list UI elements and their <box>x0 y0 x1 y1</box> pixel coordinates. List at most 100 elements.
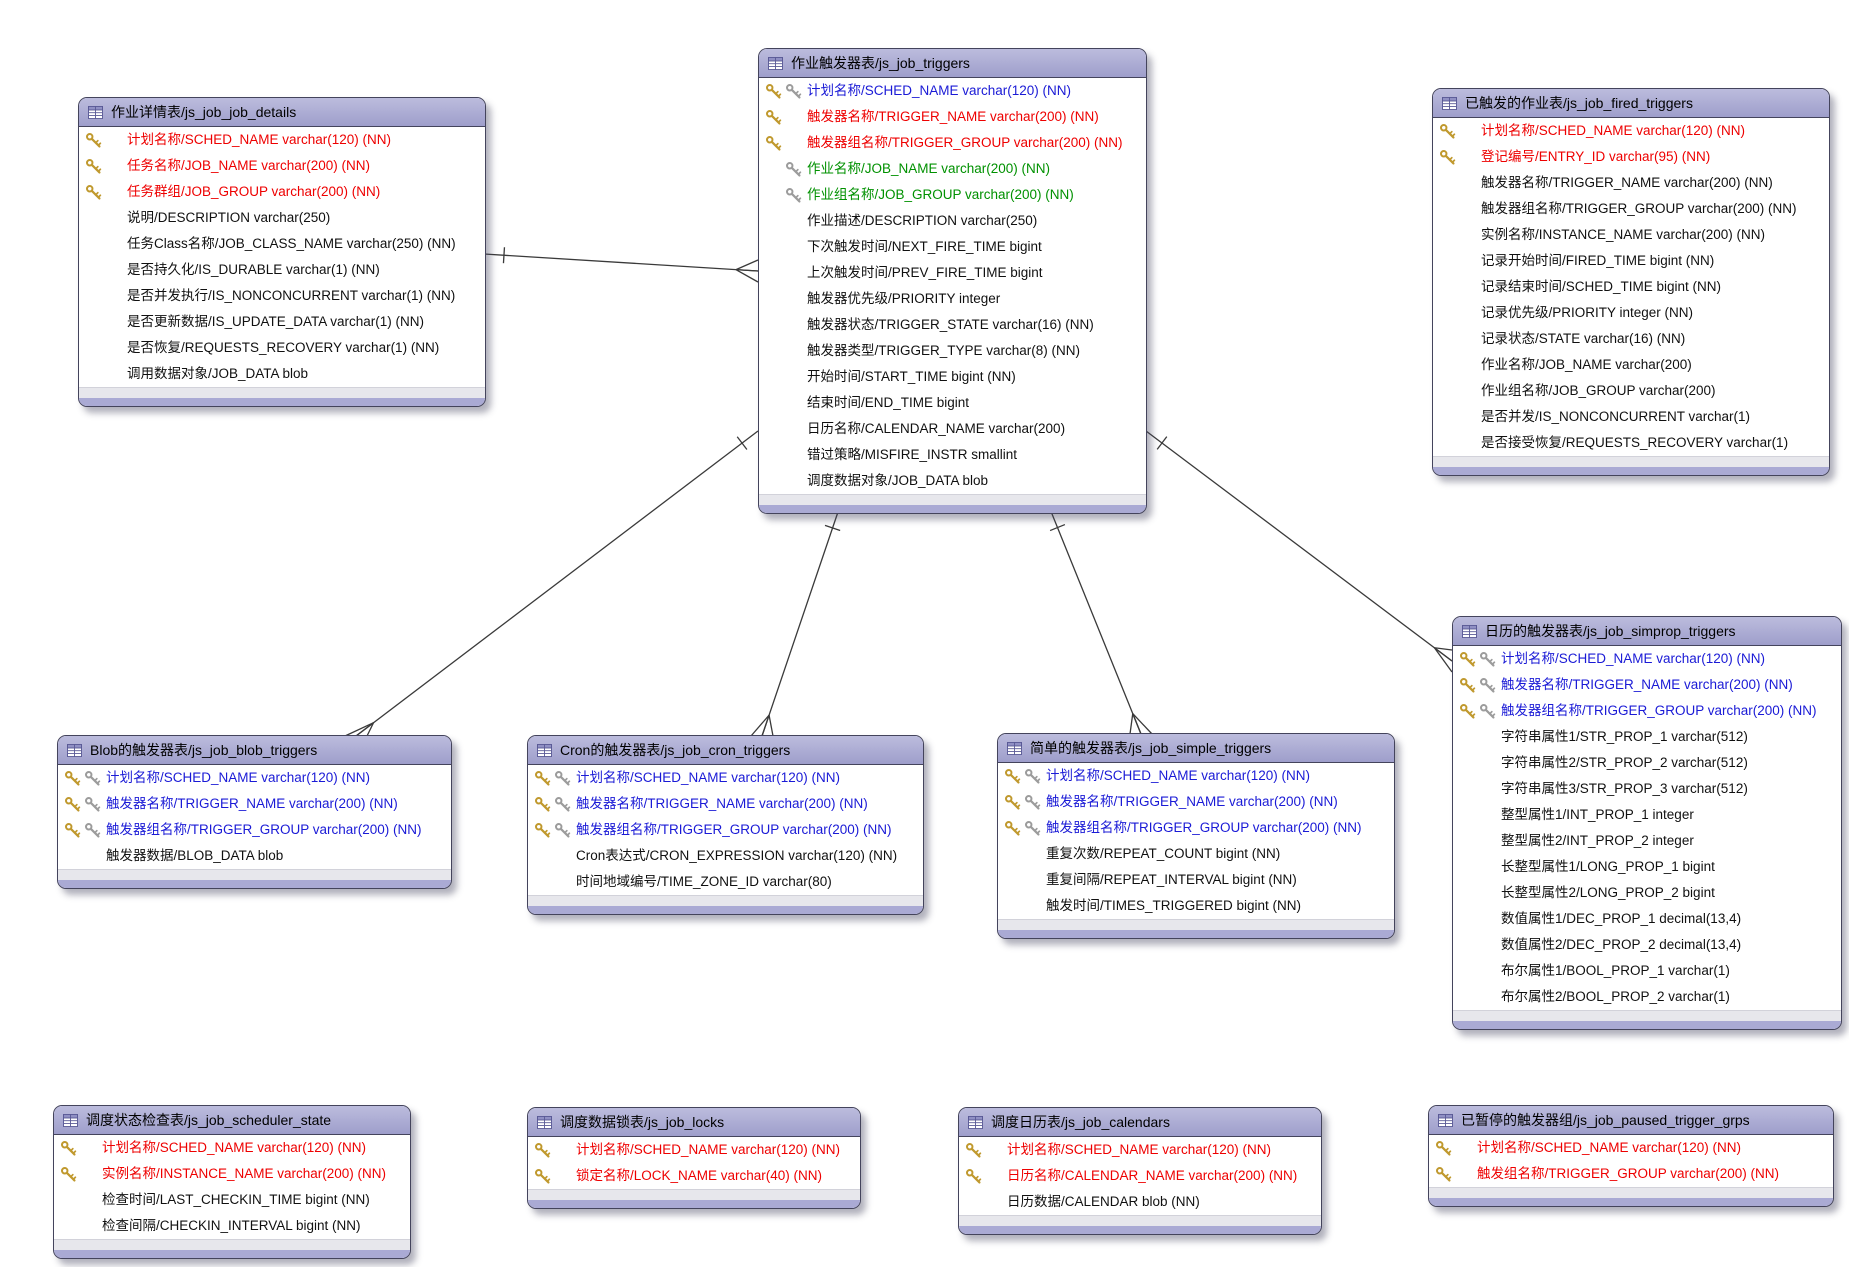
field-row: 长整型属性2/LONG_PROP_2 bigint <box>1453 880 1841 906</box>
field-label: 触发器名称/TRIGGER_NAME varchar(200) (NN) <box>1481 175 1773 190</box>
field-label: Cron表达式/CRON_EXPRESSION varchar(120) (NN… <box>576 848 898 863</box>
field-label: 是否并发/IS_NONCONCURRENT varchar(1) <box>1481 409 1751 424</box>
primary-key-icon <box>64 796 81 812</box>
field-row: 登记编号/ENTRY_ID varchar(95) (NN) <box>1433 144 1829 170</box>
field-row: 触发器组名称/TRIGGER_GROUP varchar(200) (NN) <box>58 817 451 843</box>
one-end-tick <box>502 247 506 264</box>
field-row: 触发器优先级/PRIORITY integer <box>759 286 1146 312</box>
field-row: 计划名称/SCHED_NAME varchar(120) (NN) <box>998 763 1394 789</box>
foreign-key-icon <box>84 796 101 812</box>
crow-foot-prong <box>366 722 375 737</box>
field-row: 布尔属性1/BOOL_PROP_1 varchar(1) <box>1453 958 1841 984</box>
entity-table-job_simple_triggers[interactable]: 简单的触发器表/js_job_simple_triggers 计划名称/SCHED… <box>997 733 1395 939</box>
field-label: 计划名称/SCHED_NAME varchar(120) (NN) <box>1481 123 1746 138</box>
field-row: 作业组名称/JOB_GROUP varchar(200) (NN) <box>759 182 1146 208</box>
field-row: 记录优先级/PRIORITY integer (NN) <box>1433 300 1829 326</box>
field-label: 触发器组名称/TRIGGER_GROUP varchar(200) (NN) <box>106 822 422 837</box>
table-header: 作业触发器表/js_job_triggers <box>759 49 1146 78</box>
foreign-key-icon <box>785 187 802 203</box>
field-row: 布尔属性2/BOOL_PROP_2 varchar(1) <box>1453 984 1841 1010</box>
field-label: 日历数据/CALENDAR blob (NN) <box>1007 1194 1200 1209</box>
field-row: 重复次数/REPEAT_COUNT bigint (NN) <box>998 841 1394 867</box>
field-label: 任务群组/JOB_GROUP varchar(200) (NN) <box>127 184 381 199</box>
relationship-line-job_triggers-job_simple_triggers[interactable] <box>1049 508 1153 735</box>
table-title: 简单的触发器表/js_job_simple_triggers <box>1030 740 1272 756</box>
field-label: 计划名称/SCHED_NAME varchar(120) (NN) <box>576 770 841 785</box>
table-title: 日历的触发器表/js_job_simprop_triggers <box>1485 623 1736 639</box>
field-row: 整型属性2/INT_PROP_2 integer <box>1453 828 1841 854</box>
field-label: 记录开始时间/FIRED_TIME bigint (NN) <box>1481 253 1715 268</box>
relationship-line-job_triggers-job_simprop_triggers[interactable] <box>1145 430 1453 673</box>
field-label: 是否接受恢复/REQUESTS_RECOVERY varchar(1) <box>1481 435 1789 450</box>
field-row: 是否更新数据/IS_UPDATE_DATA varchar(1) (NN) <box>79 309 485 335</box>
field-row: Cron表达式/CRON_EXPRESSION varchar(120) (NN… <box>528 843 923 869</box>
primary-key-icon <box>534 770 551 786</box>
field-label: 锁定名称/LOCK_NAME varchar(40) (NN) <box>576 1168 823 1183</box>
field-row: 是否恢复/REQUESTS_RECOVERY varchar(1) (NN) <box>79 335 485 361</box>
foreign-key-icon <box>1024 768 1041 784</box>
field-row: 整型属性1/INT_PROP_1 integer <box>1453 802 1841 828</box>
field-row: 触发器名称/TRIGGER_NAME varchar(200) (NN) <box>1433 170 1829 196</box>
primary-key-icon <box>1439 123 1456 139</box>
field-row: 触发器组名称/TRIGGER_GROUP varchar(200) (NN) <box>998 815 1394 841</box>
table-footer-bar <box>54 1250 410 1258</box>
field-row: 触发器组名称/TRIGGER_GROUP varchar(200) (NN) <box>1453 698 1841 724</box>
primary-key-icon <box>85 184 102 200</box>
field-label: 记录结束时间/SCHED_TIME bigint (NN) <box>1481 279 1722 294</box>
table-grid-icon <box>968 1115 983 1129</box>
field-row: 日历名称/CALENDAR_NAME varchar(200) (NN) <box>959 1163 1321 1189</box>
field-row: 计划名称/SCHED_NAME varchar(120) (NN) <box>58 765 451 791</box>
crow-foot-prong <box>761 714 770 737</box>
table-grid-icon <box>537 743 552 757</box>
field-row: 触发组名称/TRIGGER_GROUP varchar(200) (NN) <box>1429 1161 1833 1187</box>
field-label: 数值属性2/DEC_PROP_2 decimal(13,4) <box>1501 937 1742 952</box>
field-label: 是否持久化/IS_DURABLE varchar(1) (NN) <box>127 262 380 277</box>
field-row: 计划名称/SCHED_NAME varchar(120) (NN) <box>54 1135 410 1161</box>
field-label: 结束时间/END_TIME bigint <box>807 395 970 410</box>
field-row: 字符串属性3/STR_PROP_3 varchar(512) <box>1453 776 1841 802</box>
field-row: 下次触发时间/NEXT_FIRE_TIME bigint <box>759 234 1146 260</box>
field-row: 重复间隔/REPEAT_INTERVAL bigint (NN) <box>998 867 1394 893</box>
field-label: 计划名称/SCHED_NAME varchar(120) (NN) <box>106 770 371 785</box>
field-row: 触发器类型/TRIGGER_TYPE varchar(8) (NN) <box>759 338 1146 364</box>
crow-foot-prong <box>750 714 770 737</box>
table-footer-strip <box>1429 1187 1833 1198</box>
field-label: 开始时间/START_TIME bigint (NN) <box>807 369 1016 384</box>
field-row: 调用数据对象/JOB_DATA blob <box>79 361 485 387</box>
field-label: 作业名称/JOB_NAME varchar(200) <box>1481 357 1692 372</box>
field-row: 记录结束时间/SCHED_TIME bigint (NN) <box>1433 274 1829 300</box>
field-row: 触发器组名称/TRIGGER_GROUP varchar(200) (NN) <box>528 817 923 843</box>
primary-key-icon <box>534 1142 551 1158</box>
field-label: 字符串属性1/STR_PROP_1 varchar(512) <box>1501 729 1748 744</box>
field-label: 是否并发执行/IS_NONCONCURRENT varchar(1) (NN) <box>127 288 456 303</box>
foreign-key-icon <box>785 161 802 177</box>
field-label: 触发器组名称/TRIGGER_GROUP varchar(200) (NN) <box>807 135 1123 150</box>
primary-key-icon <box>1004 794 1021 810</box>
field-label: 布尔属性1/BOOL_PROP_1 varchar(1) <box>1501 963 1730 978</box>
relationship-line-job_job_details-job_triggers[interactable] <box>483 247 759 283</box>
field-row: 开始时间/START_TIME bigint (NN) <box>759 364 1146 390</box>
field-label: 说明/DESCRIPTION varchar(250) <box>127 210 331 225</box>
primary-key-icon <box>1435 1140 1452 1156</box>
field-label: 触发器名称/TRIGGER_NAME varchar(200) (NN) <box>106 796 398 811</box>
table-footer-strip <box>759 494 1146 505</box>
field-label: 布尔属性2/BOOL_PROP_2 varchar(1) <box>1501 989 1730 1004</box>
primary-key-icon <box>85 158 102 174</box>
relationship-line-job_triggers-job_blob_triggers[interactable] <box>344 430 759 737</box>
relationship-line-job_triggers-job_cron_triggers[interactable] <box>750 508 841 737</box>
field-row: 是否接受恢复/REQUESTS_RECOVERY varchar(1) <box>1433 430 1829 456</box>
field-row: 计划名称/SCHED_NAME varchar(120) (NN) <box>1433 118 1829 144</box>
table-header: 调度数据锁表/js_job_locks <box>528 1108 860 1137</box>
field-label: 触发器组名称/TRIGGER_GROUP varchar(200) (NN) <box>1481 201 1797 216</box>
field-row: 时间地域编号/TIME_ZONE_ID varchar(80) <box>528 869 923 895</box>
